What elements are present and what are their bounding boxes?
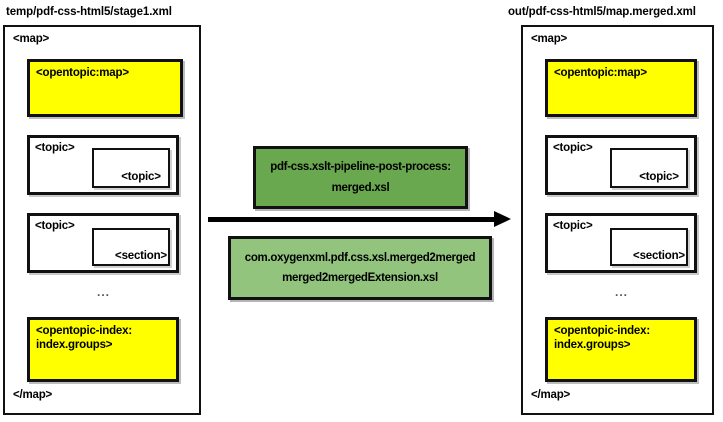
right-opentopic-index-box: <opentopic-index: index.groups> [545,317,697,382]
right-opentopic-index-label: <opentopic-index: index.groups> [554,325,650,351]
post-process-stylesheet-line-1: pdf-css.xslt-pipeline-post-process: [270,161,451,174]
left-topic-box-2-outer-label: <topic> [35,220,75,232]
right-panel-title: out/pdf-css-html5/map.merged.xml [508,6,696,18]
right-topic-box-1-inner: <topic> [610,148,688,188]
right-topic-box-1: <topic> <topic> [545,135,697,195]
right-ellipsis: ... [615,285,629,299]
left-ellipsis: ... [97,285,111,299]
merged2merged-extension-box: com.oxygenxml.pdf.css.xsl.merged2merged … [228,236,492,300]
right-topic-box-2-outer-label: <topic> [553,220,593,232]
left-topic-box-1-inner-label: <topic> [121,171,161,183]
left-map-open-tag: <map> [13,33,50,45]
right-topic-box-1-inner-label: <topic> [639,171,679,183]
left-map-close-tag: </map> [13,389,53,401]
transform-arrow-line [208,217,498,222]
left-topic-box-1-outer-label: <topic> [35,142,75,154]
left-opentopic-index-label: <opentopic-index: index.groups> [36,325,132,351]
left-topic-box-2-inner: <section> [92,228,170,266]
left-opentopic-map-box: <opentopic:map> [27,59,183,117]
left-panel-title: temp/pdf-css-html5/stage1.xml [6,6,172,18]
transform-arrow [208,210,516,230]
left-topic-box-2-inner-label: <section> [115,250,167,262]
right-document-panel: <map> <opentopic:map> <topic> <topic> <t… [521,25,714,415]
right-topic-box-2-inner-label: <section> [633,250,685,262]
right-topic-box-2-inner: <section> [610,228,688,266]
post-process-stylesheet-line-2: merged.xsl [331,181,390,194]
right-map-open-tag: <map> [531,33,568,45]
left-opentopic-map-label: <opentopic:map> [36,67,129,79]
left-opentopic-index-box: <opentopic-index: index.groups> [27,317,179,382]
left-topic-box-2: <topic> <section> [27,213,179,273]
right-map-close-tag: </map> [531,389,571,401]
post-process-stylesheet-box: pdf-css.xslt-pipeline-post-process: merg… [253,146,468,209]
right-opentopic-map-box: <opentopic:map> [545,59,697,117]
left-topic-box-1: <topic> <topic> [27,135,179,195]
right-opentopic-map-label: <opentopic:map> [554,67,647,79]
merged2merged-extension-line-2: merged2mergedExtension.xsl [282,272,438,285]
right-topic-box-1-outer-label: <topic> [553,142,593,154]
transform-arrow-head [494,211,511,227]
left-document-panel: <map> <opentopic:map> <topic> <topic> <t… [3,25,201,415]
right-topic-box-2: <topic> <section> [545,213,697,273]
merged2merged-extension-line-1: com.oxygenxml.pdf.css.xsl.merged2merged [244,251,476,264]
left-topic-box-1-inner: <topic> [92,148,170,188]
